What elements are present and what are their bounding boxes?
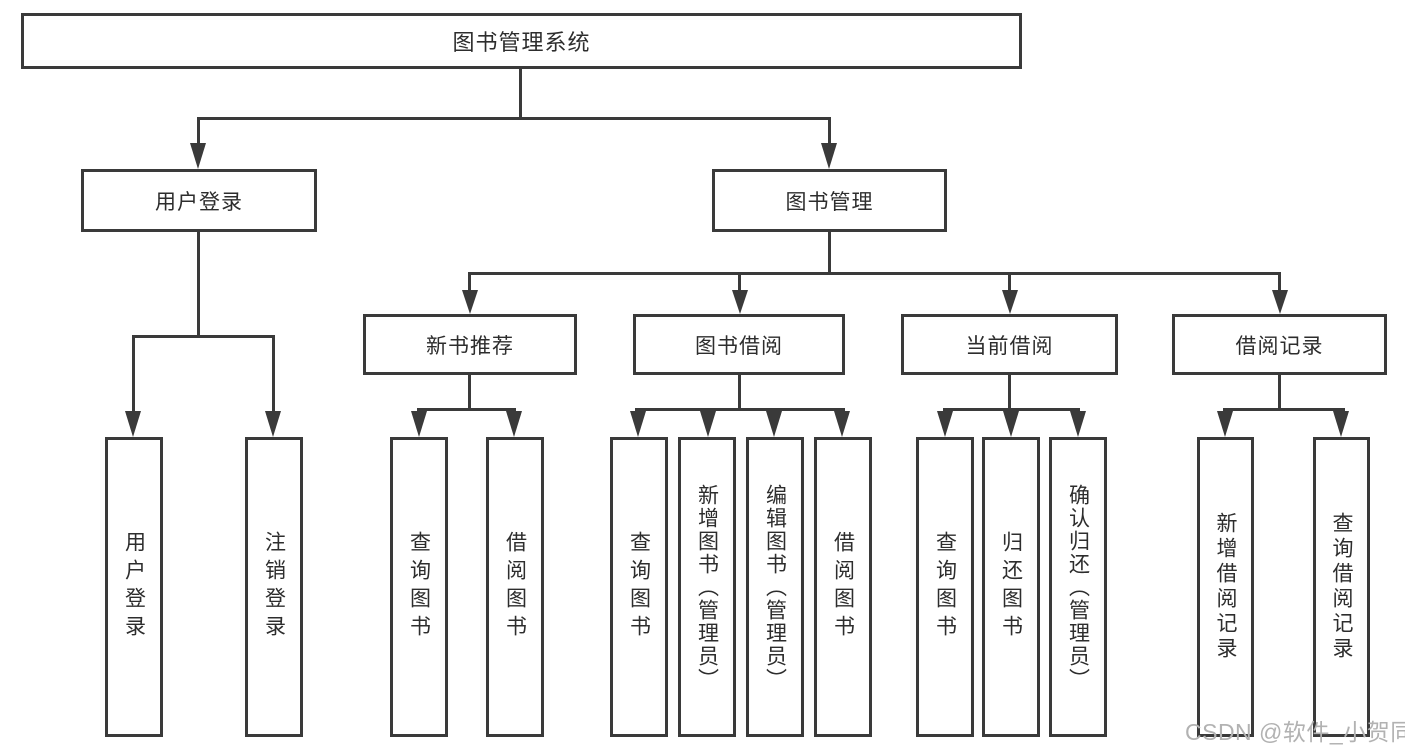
- arrow-down-icon: [732, 290, 748, 314]
- csdn-watermark: CSDN @软件_小贺同学: [1185, 719, 1405, 745]
- connector-hline: [132, 335, 275, 338]
- arrow-down-icon: [937, 411, 953, 437]
- node-current-borrowing: 当前借阅: [901, 314, 1118, 375]
- arrow-down-icon: [411, 411, 427, 437]
- arrow-down-icon: [1217, 411, 1233, 437]
- connector-vline: [828, 117, 831, 144]
- node-leaf-edit-books-admin: 编辑图书（管理员）: [746, 437, 804, 737]
- arrow-down-icon: [834, 411, 850, 437]
- arrow-down-icon: [1002, 290, 1018, 314]
- node-book-management: 图书管理: [712, 169, 947, 232]
- connector-vline: [738, 272, 741, 292]
- arrow-down-icon: [821, 143, 837, 169]
- connector-vline: [197, 232, 200, 338]
- connector-vline: [1008, 272, 1011, 292]
- node-leaf-add-borrow-record: 新增借阅记录: [1197, 437, 1254, 737]
- node-user-login: 用户登录: [81, 169, 317, 232]
- connector-hline: [197, 117, 831, 120]
- node-leaf-query-books-borrowing: 查询图书: [610, 437, 668, 737]
- connector-vline: [197, 117, 200, 144]
- connector-hline: [943, 408, 1080, 411]
- node-leaf-user-login: 用户登录: [105, 437, 163, 737]
- connector-vline: [132, 335, 135, 413]
- arrow-down-icon: [700, 411, 716, 437]
- arrow-down-icon: [506, 411, 522, 437]
- arrow-down-icon: [190, 143, 206, 169]
- connector-vline: [1278, 375, 1281, 411]
- node-leaf-query-books-recommend: 查询图书: [390, 437, 448, 737]
- connector-vline: [468, 375, 471, 411]
- connector-hline: [635, 408, 845, 411]
- connector-vline: [828, 232, 831, 275]
- arrow-down-icon: [265, 411, 281, 437]
- node-leaf-query-books-current: 查询图书: [916, 437, 974, 737]
- arrow-down-icon: [630, 411, 646, 437]
- connector-hline: [468, 272, 1281, 275]
- node-leaf-query-borrow-record: 查询借阅记录: [1313, 437, 1370, 737]
- connector-vline: [519, 69, 522, 120]
- arrow-down-icon: [1333, 411, 1349, 437]
- node-leaf-logout: 注销登录: [245, 437, 303, 737]
- arrow-down-icon: [1272, 290, 1288, 314]
- node-leaf-borrow-books-recommend: 借阅图书: [486, 437, 544, 737]
- arrow-down-icon: [766, 411, 782, 437]
- arrow-down-icon: [1003, 411, 1019, 437]
- connector-hline: [417, 408, 516, 411]
- arrow-down-icon: [462, 290, 478, 314]
- connector-vline: [468, 272, 471, 292]
- node-library-system: 图书管理系统: [21, 13, 1022, 69]
- node-leaf-confirm-return-admin: 确认归还（管理员）: [1049, 437, 1107, 737]
- connector-vline: [1008, 375, 1011, 411]
- arrow-down-icon: [1070, 411, 1086, 437]
- node-leaf-add-books-admin: 新增图书（管理员）: [678, 437, 736, 737]
- connector-hline: [1223, 408, 1345, 411]
- node-borrowing-records: 借阅记录: [1172, 314, 1387, 375]
- node-book-borrowing: 图书借阅: [633, 314, 845, 375]
- node-leaf-borrow-books-borrowing: 借阅图书: [814, 437, 872, 737]
- node-leaf-return-books: 归还图书: [982, 437, 1040, 737]
- arrow-down-icon: [125, 411, 141, 437]
- node-new-book-recommend: 新书推荐: [363, 314, 577, 375]
- connector-vline: [1278, 272, 1281, 292]
- connector-vline: [738, 375, 741, 411]
- connector-vline: [272, 335, 275, 413]
